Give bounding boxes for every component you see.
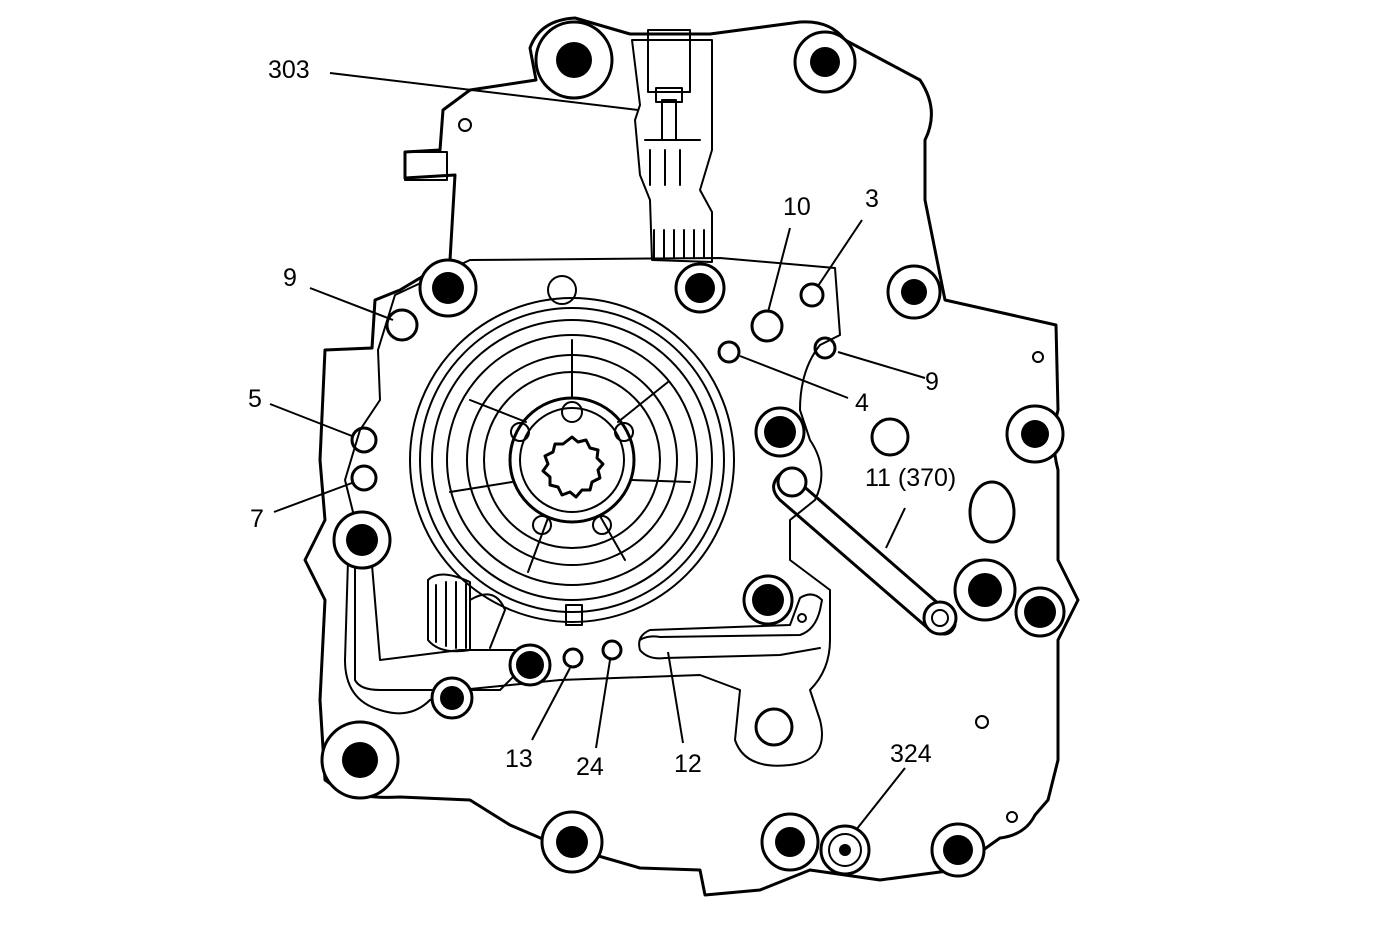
callout-7: 7	[250, 505, 264, 533]
callout-9-right: 9	[925, 368, 939, 396]
callout-9-top: 9	[283, 264, 297, 292]
passage-bottom	[638, 593, 823, 660]
bolts	[320, 20, 1066, 878]
callout-4: 4	[855, 389, 869, 417]
callout-3: 3	[865, 185, 879, 213]
center-disc	[409, 275, 735, 626]
holes	[350, 118, 1044, 823]
callout-24: 24	[576, 753, 604, 781]
leaders	[269, 72, 926, 831]
callout-11-370: 11 (370)	[865, 464, 956, 492]
spring	[427, 573, 506, 653]
callout-10: 10	[783, 193, 811, 221]
connector-303	[631, 29, 713, 263]
tube-11	[772, 466, 958, 636]
callout-324: 324	[890, 740, 932, 768]
callout-5: 5	[248, 385, 262, 413]
callout-303: 303	[268, 56, 310, 84]
callout-13: 13	[505, 745, 533, 773]
callout-12: 12	[674, 750, 702, 778]
stub	[404, 151, 448, 181]
passage-left	[354, 559, 521, 691]
gasket-trace	[344, 257, 841, 767]
fitting-324	[819, 824, 871, 876]
